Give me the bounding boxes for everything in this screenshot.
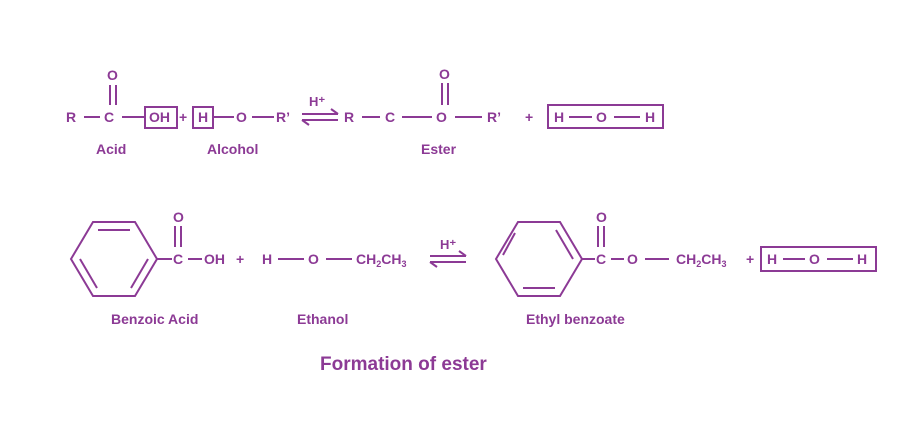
forward-arrowhead [330, 108, 339, 115]
ring-double-bond [130, 258, 149, 289]
ring-double-bond [555, 229, 574, 260]
atom-o: O [173, 209, 184, 225]
plus-sign: + [236, 251, 244, 267]
atom-ch: CH [381, 251, 401, 267]
atom-o: O [308, 251, 319, 267]
subscript-two: 2 [696, 259, 701, 269]
atom-o: O [236, 109, 247, 125]
atom-o: O [439, 66, 450, 82]
subscript-two: 2 [376, 259, 381, 269]
water-box [760, 246, 877, 272]
group-ch2ch3: CH2CH3 [356, 251, 407, 269]
reverse-arrowhead [301, 119, 310, 126]
label-ethyl-benzoate: Ethyl benzoate [526, 311, 625, 327]
reaction-general: R C O OH + H O R’ H⁺ R C O O R’ + [66, 66, 664, 157]
label-ethanol: Ethanol [297, 311, 348, 327]
atom-o: O [596, 209, 607, 225]
atom-oh: OH [204, 251, 225, 267]
atom-r: R [344, 109, 354, 125]
atom-c: C [596, 251, 606, 267]
plus-sign: + [746, 251, 754, 267]
plus-sign: + [179, 109, 187, 125]
label-alcohol: Alcohol [207, 141, 258, 157]
catalyst-label: H⁺ [309, 94, 325, 109]
atom-h: H [767, 251, 777, 267]
label-acid: Acid [96, 141, 126, 157]
atom-h: H [554, 109, 564, 125]
h-highlight-box [192, 106, 214, 129]
atom-h: H [262, 251, 272, 267]
subscript-three: 3 [721, 259, 726, 269]
atom-o: O [627, 251, 638, 267]
atom-ch: CH [356, 251, 376, 267]
atom-o: O [809, 251, 820, 267]
water-box [547, 104, 664, 129]
benzene-ring [494, 221, 584, 297]
atom-r: R [66, 109, 76, 125]
plus-sign: + [525, 109, 533, 125]
atom-ch: CH [701, 251, 721, 267]
atom-r-prime: R’ [487, 109, 501, 125]
reaction-benzoic: C O OH + H O CH2CH3 H⁺ C O O CH2CH3 + [69, 209, 877, 327]
atom-c: C [173, 251, 183, 267]
figure-caption: Formation of ester [320, 354, 487, 375]
forward-arrowhead [458, 250, 467, 257]
benzene-ring [69, 221, 159, 297]
atom-o: O [436, 109, 447, 125]
catalyst-label: H⁺ [440, 237, 456, 252]
atom-h: H [198, 109, 208, 125]
atom-c: C [385, 109, 395, 125]
atom-o: O [596, 109, 607, 125]
ring-double-bond [79, 258, 98, 289]
subscript-three: 3 [401, 259, 406, 269]
atom-r-prime: R’ [276, 109, 290, 125]
reverse-arrowhead [429, 261, 438, 268]
atom-c: C [104, 109, 114, 125]
label-benzoic-acid: Benzoic Acid [111, 311, 198, 327]
ring-double-bond [502, 232, 516, 256]
atom-h: H [857, 251, 867, 267]
atom-o: O [107, 67, 118, 83]
atom-h: H [645, 109, 655, 125]
atom-oh: OH [149, 109, 170, 125]
oh-highlight-box [144, 106, 178, 129]
atom-ch: CH [676, 251, 696, 267]
label-ester: Ester [421, 141, 457, 157]
group-ch2ch3: CH2CH3 [676, 251, 727, 269]
